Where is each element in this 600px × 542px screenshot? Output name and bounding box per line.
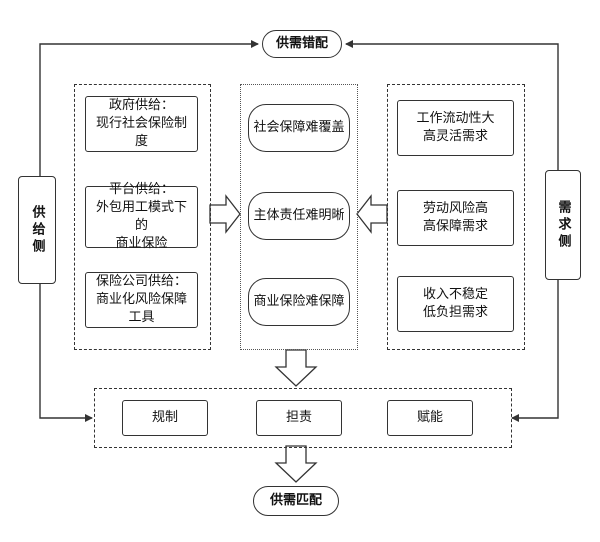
demand-item-low-burden: 收入不稳定 低负担需求 [397, 276, 514, 332]
demand-side-text: 需求侧 [555, 199, 571, 251]
supply-item-platform: 平台供给： 外包用工模式下的 商业保险 [85, 182, 198, 251]
block-arrow-solutions-to-match [274, 445, 318, 483]
block-arrow-supply-to-problems [209, 194, 241, 234]
mismatch-label: 供需错配 [262, 30, 342, 58]
supply-container [74, 84, 211, 350]
demand-container [387, 84, 525, 350]
problem-responsibility: 主体责任难明晰 [248, 192, 350, 240]
block-arrow-demand-to-problems [356, 194, 388, 234]
problems-container [240, 84, 358, 350]
supply-side-text: 供给侧 [29, 204, 45, 256]
solutions-container [94, 388, 512, 448]
solution-empower: 赋能 [387, 400, 473, 436]
supply-side-label: 供给侧 [18, 176, 56, 284]
match-label: 供需匹配 [253, 486, 339, 516]
arrow-right-to-solutions [511, 280, 559, 422]
arrow-left-to-top [39, 40, 259, 176]
demand-side-label: 需求侧 [545, 170, 581, 280]
supply-item-government: 政府供给： 现行社会保险制度 [85, 96, 198, 152]
solution-responsibility: 担责 [256, 400, 342, 436]
arrow-left-to-solutions [39, 284, 93, 422]
block-arrow-problems-to-solutions [274, 349, 318, 387]
arrow-right-to-top [345, 40, 559, 170]
supply-item-insurer: 保险公司供给： 商业化风险保障工具 [85, 272, 198, 328]
solution-regulate: 规制 [122, 400, 208, 436]
demand-item-flexibility: 工作流动性大 高灵活需求 [397, 100, 514, 156]
problem-social-security: 社会保障难覆盖 [248, 104, 350, 152]
demand-item-protection: 劳动风险高 高保障需求 [397, 190, 514, 246]
problem-commercial-insurance: 商业保险难保障 [248, 278, 350, 326]
